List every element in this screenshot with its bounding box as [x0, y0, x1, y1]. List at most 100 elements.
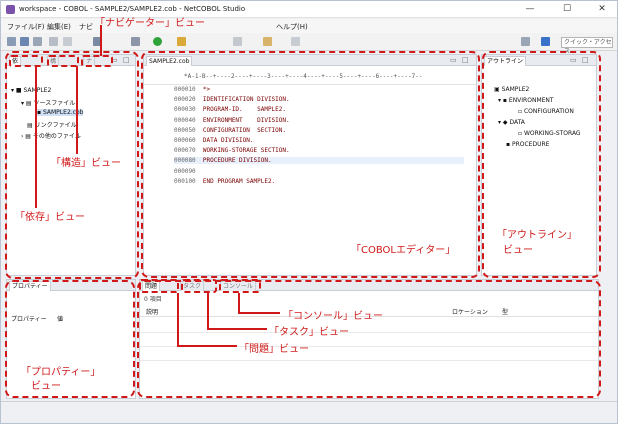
outline-tabbar: アウトライン ▭ □ — [482, 55, 596, 66]
print-icon[interactable] — [49, 37, 58, 46]
menu-navigate[interactable]: ナビ — [79, 23, 93, 31]
maximize-button[interactable]: ☐ — [562, 4, 572, 14]
main-toolbar — [1, 33, 617, 51]
line-number: 000020 — [174, 96, 196, 104]
label-outline-view-2: ビュー — [503, 245, 533, 256]
maximize-icon[interactable]: □ — [582, 56, 589, 64]
tab-outline[interactable]: アウトライン — [484, 56, 527, 66]
tree-item-sample2-cob[interactable]: ▪ SAMPLE2.cob — [37, 109, 84, 116]
outline-item-program[interactable]: ▣ SAMPLE2 — [494, 86, 530, 93]
problems-col-description[interactable]: 説明 — [146, 309, 159, 316]
annotation-frame-properties — [5, 280, 135, 398]
label-task-view: 「タスク」ビュー — [269, 327, 349, 338]
menu-edit[interactable]: 編集(E) — [47, 23, 71, 31]
outline-item-data[interactable]: ▾ ◆ DATA — [498, 119, 525, 126]
line-number: 000070 — [174, 147, 196, 155]
save-icon[interactable] — [20, 37, 29, 46]
properties-panel: プロパティー プロパティー 値 — [6, 279, 136, 399]
code-line[interactable]: 000070 WORKING-STORAGE SECTION. — [174, 147, 290, 154]
open-perspective-icon[interactable] — [521, 37, 530, 46]
quick-access-input[interactable]: クイック・アクセス — [561, 37, 613, 55]
tree-item-link-files[interactable]: ▤ リンクファイル — [27, 122, 77, 129]
new-icon[interactable] — [7, 37, 16, 46]
tab-sample2-cob[interactable]: SAMPLE2.cob — [146, 56, 193, 66]
line-number: 000090 — [174, 167, 196, 175]
label-cobol-editor: 「COBOLエディター」 — [351, 245, 456, 256]
line-number: 000080 — [174, 157, 196, 165]
leader-console-h — [238, 312, 280, 314]
window-title: workspace - COBOL - SAMPLE2/SAMPLE2.cob … — [19, 5, 246, 13]
annotation-frame-editor — [141, 51, 480, 278]
code-line[interactable]: 000020 IDENTIFICATION DIVISION. — [174, 96, 290, 103]
leader-problems — [177, 293, 179, 346]
maximize-icon[interactable]: □ — [123, 56, 130, 64]
label-structure-view: 「構造」ビュー — [51, 158, 121, 169]
code-line[interactable]: 000080 PROCEDURE DIVISION. — [174, 157, 464, 165]
minimize-button[interactable]: — — [525, 4, 535, 14]
line-number: 000030 — [174, 106, 196, 114]
minimize-icon[interactable]: ▭ — [450, 56, 457, 64]
column-ruler: *A-1-B--+----2----+----3----+----4----+-… — [184, 73, 423, 80]
title-bar: workspace - COBOL - SAMPLE2/SAMPLE2.cob … — [1, 1, 617, 18]
outline-item-working-storage[interactable]: ▫ WORKING-STORAG — [518, 130, 581, 137]
properties-col-value: 値 — [57, 316, 64, 323]
problems-col-location[interactable]: ロケーション — [452, 309, 488, 316]
build-icon[interactable] — [63, 37, 72, 46]
annotation-tab-structure — [47, 55, 79, 67]
close-button[interactable]: ✕ — [598, 4, 606, 14]
menu-help[interactable]: ヘルプ(H) — [276, 23, 308, 31]
outline-item-environment[interactable]: ▾ ▪ ENVIRONMENT — [498, 97, 554, 104]
problems-col-type[interactable]: 型 — [502, 309, 509, 316]
search-icon[interactable] — [93, 37, 102, 46]
minimize-icon[interactable]: ▭ — [111, 56, 118, 64]
problems-header-separator — [140, 316, 598, 317]
line-text: END PROGRAM SAMPLE2. — [202, 177, 276, 185]
leader-task — [207, 293, 209, 329]
line-number: 000050 — [174, 126, 196, 134]
code-line[interactable]: 000060 DATA DIVISION. — [174, 137, 254, 144]
line-number: 000040 — [174, 116, 196, 124]
tree-item-source-folder[interactable]: ▾ ▤ ソースファイル — [21, 100, 76, 107]
label-properties-view-2: ビュー — [31, 381, 61, 392]
maximize-icon[interactable]: □ — [462, 56, 469, 64]
leader-task-h — [207, 328, 267, 330]
annotation-frame-problems — [137, 280, 601, 398]
back-icon[interactable] — [263, 37, 272, 46]
annotation-frame-outline — [482, 51, 601, 278]
code-line[interactable]: 000010 *> — [174, 86, 210, 93]
code-line[interactable]: 000050 CONFIGURATION SECTION. — [174, 127, 286, 134]
properties-col-property: プロパティー — [11, 316, 47, 323]
menu-file[interactable]: ファイル(F) — [7, 23, 45, 31]
line-text: PROGRAM-ID. SAMPLE2. — [202, 106, 287, 114]
problems-panel: 問題 タスク コンソール 0 項目 説明 ロケーション 型 — [139, 279, 599, 399]
line-text: PROCEDURE DIVISION. — [202, 157, 272, 165]
tree-item-other-files[interactable]: › ▤ その他のファイル — [21, 133, 81, 140]
line-text: DATA DIVISION. — [202, 137, 254, 144]
editor-tabbar: SAMPLE2.cob ▭ □ — [144, 55, 476, 66]
external-tools-icon[interactable] — [177, 37, 186, 46]
tree-item-project[interactable]: ▾ ■ SAMPLE2 — [11, 87, 52, 94]
annotation-tab-tasks — [181, 279, 217, 293]
line-text: CONFIGURATION SECTION. — [202, 126, 287, 134]
code-line[interactable]: 000100 END PROGRAM SAMPLE2. — [174, 178, 275, 185]
label-console-view: 「コンソール」ビュー — [283, 311, 383, 322]
outline-item-procedure[interactable]: ▪ PROCEDURE — [506, 141, 550, 148]
code-line[interactable]: 000090 — [174, 168, 203, 175]
code-line[interactable]: 000040 ENVIRONMENT DIVISION. — [174, 117, 290, 124]
label-navigator-view: 「ナビゲーター」ビュー — [95, 18, 205, 29]
forward-icon[interactable] — [291, 37, 300, 46]
line-text: IDENTIFICATION DIVISION. — [202, 96, 290, 104]
annotation-tab-console — [219, 279, 261, 293]
settings-icon[interactable] — [131, 37, 140, 46]
cobol-perspective-icon[interactable] — [541, 37, 550, 46]
save-all-icon[interactable] — [33, 37, 42, 46]
outline-item-configuration[interactable]: ▫ CONFIGURATION — [518, 108, 574, 115]
line-number: 000060 — [174, 137, 196, 144]
minimize-icon[interactable]: ▭ — [570, 56, 577, 64]
app-icon — [6, 5, 15, 14]
run-icon[interactable] — [153, 37, 162, 46]
annotation-tab-dependency — [9, 55, 43, 67]
next-annotation-icon[interactable] — [233, 37, 242, 46]
code-line[interactable]: 000030 PROGRAM-ID. SAMPLE2. — [174, 106, 286, 113]
